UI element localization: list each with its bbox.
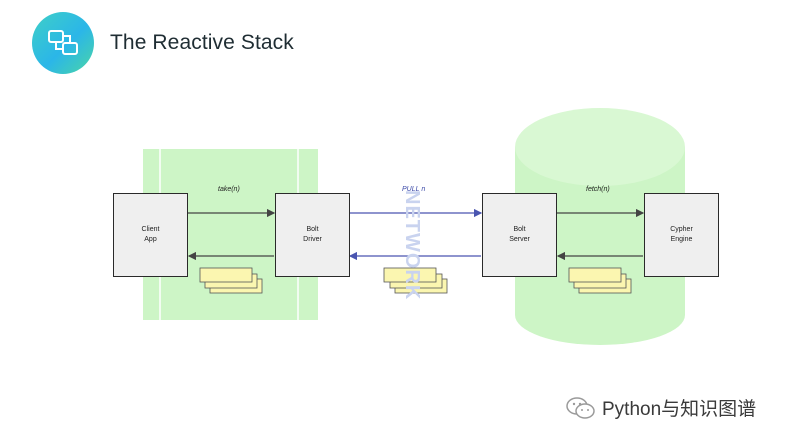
bolt-driver-box: Bolt Driver [275,193,350,277]
cypher-engine-label-line2: Engine [670,236,693,243]
bolt-server-box: Bolt Server [482,193,557,277]
bolt-driver-label-line2: Driver [303,236,322,243]
client-buffer-stack [199,267,263,294]
server-buffer-stack [568,267,632,294]
logo-badge [32,12,94,74]
watermark-text: Python与知识图谱 [602,399,757,420]
take-n-label: take(n) [218,186,240,193]
pull-n-label: PULL n [402,186,426,193]
linked-windows-icon [48,30,78,55]
watermark: Python与知识图谱 [566,394,756,421]
bolt-server-label-line1: Bolt [513,226,526,233]
network-buffer-stack [383,267,448,294]
client-app-label-line2: App [144,236,157,243]
cypher-engine-box: Cypher Engine [644,193,719,277]
client-app-label-line1: Client [141,226,160,233]
cypher-engine-label-line1: Cypher [670,226,693,233]
client-app-box: Client App [113,193,188,277]
slide-title: The Reactive Stack [110,31,294,54]
wechat-icon [566,396,595,419]
bolt-server-label-line2: Server [509,236,530,243]
bolt-driver-label-line1: Bolt [306,226,319,233]
network-label: NETWORK [401,190,423,301]
fetch-n-label: fetch(n) [586,186,610,193]
